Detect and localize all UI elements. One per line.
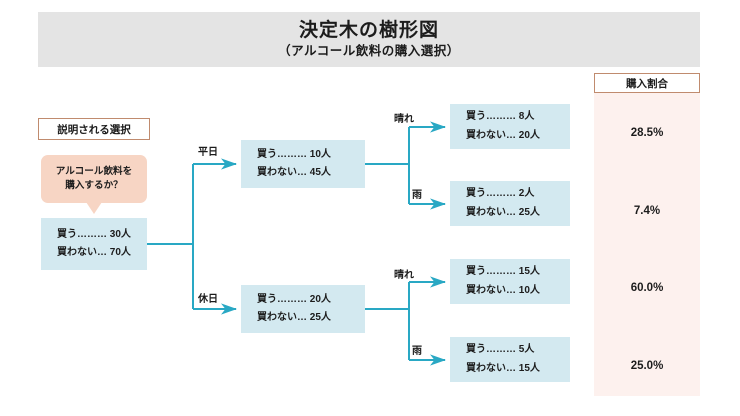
node-buy-row: 買う……… 30人 xyxy=(57,226,147,245)
node-buy-row: 買う……… 15人 xyxy=(466,263,570,282)
node-buy-label: 買う……… xyxy=(257,293,307,305)
node-nobuy-label: 買わない… xyxy=(57,247,107,258)
node-nobuy-value: 10人 xyxy=(518,284,540,296)
purchase-ratio-header-label: 購入割合 xyxy=(626,77,668,90)
node-nobuy-row: 買わない… 45人 xyxy=(257,164,365,183)
page-title: 決定木の樹形図 xyxy=(298,19,439,41)
node-buy-label: 買う……… xyxy=(466,266,516,277)
node-nobuy-row: 買わない… 10人 xyxy=(466,282,570,301)
edge-label-holiday: 休日 xyxy=(198,294,218,305)
node-nobuy-value: 20人 xyxy=(518,129,540,141)
node-buy-label: 買う……… xyxy=(57,228,107,240)
node-buy-row: 買う……… 8人 xyxy=(466,108,570,127)
node-buy-label: 買う……… xyxy=(257,148,307,160)
tree-leaf-node: 買う……… 2人 買わない… 25人 xyxy=(450,181,570,226)
node-buy-value: 15人 xyxy=(518,266,540,277)
edge-label-sunny: 晴れ xyxy=(394,114,414,125)
node-buy-row: 買う……… 10人 xyxy=(257,146,365,165)
node-buy-row: 買う……… 5人 xyxy=(466,341,570,360)
node-nobuy-value: 70人 xyxy=(109,247,131,258)
bubble-line-1: アルコール飲料を xyxy=(55,166,133,178)
node-nobuy-value: 25人 xyxy=(518,206,540,218)
node-nobuy-value: 15人 xyxy=(518,362,540,374)
edge-label-sunny: 晴れ xyxy=(394,270,414,281)
node-nobuy-row: 買わない… 25人 xyxy=(257,309,365,328)
node-buy-label: 買う……… xyxy=(466,344,516,355)
node-nobuy-row: 買わない… 25人 xyxy=(466,204,570,223)
edge-label-rain: 雨 xyxy=(412,190,422,201)
tree-node-holiday: 買う……… 20人 買わない… 25人 xyxy=(241,285,365,333)
node-buy-value: 30人 xyxy=(109,228,131,240)
node-buy-value: 20人 xyxy=(309,293,331,305)
legend-label: 説明される選択 xyxy=(57,123,131,136)
node-nobuy-label: 買わない… xyxy=(257,167,307,178)
tree-leaf-node: 買う……… 15人 買わない… 10人 xyxy=(450,259,570,304)
purchase-ratio-value: 7.4% xyxy=(633,205,661,217)
node-buy-label: 買う……… xyxy=(466,111,516,122)
edge-label-weekday: 平日 xyxy=(198,147,218,158)
page-subtitle: （アルコール飲料の購入選択） xyxy=(278,44,460,59)
bubble-line-2: 購入するか？ xyxy=(65,180,123,191)
purchase-ratio-value: 60.0% xyxy=(630,282,664,294)
node-nobuy-label: 買わない… xyxy=(466,284,516,296)
node-buy-value: 10人 xyxy=(309,148,331,160)
edge-label-rain: 雨 xyxy=(412,346,422,357)
node-buy-value: 5人 xyxy=(518,344,535,355)
purchase-ratio-value: 28.5% xyxy=(630,127,664,139)
node-nobuy-row: 買わない… 70人 xyxy=(57,244,147,263)
node-buy-value: 2人 xyxy=(518,188,535,199)
node-buy-label: 買う……… xyxy=(466,188,516,199)
tree-leaf-node: 買う……… 8人 買わない… 20人 xyxy=(450,104,570,149)
node-buy-value: 8人 xyxy=(518,111,535,122)
node-nobuy-label: 買わない… xyxy=(466,129,516,141)
legend-explained-choice: 説明される選択 xyxy=(38,118,150,140)
node-buy-row: 買う……… 20人 xyxy=(257,291,365,310)
tree-node-root: 買う……… 30人 買わない… 70人 xyxy=(41,218,147,270)
tree-node-weekday: 買う……… 10人 買わない… 45人 xyxy=(241,140,365,188)
node-buy-row: 買う……… 2人 xyxy=(466,185,570,204)
node-nobuy-row: 買わない… 20人 xyxy=(466,127,570,146)
speech-bubble-tail-icon xyxy=(86,202,102,214)
purchase-ratio-panel xyxy=(594,93,700,396)
node-nobuy-label: 買わない… xyxy=(257,312,307,323)
node-nobuy-value: 45人 xyxy=(309,167,331,178)
tree-leaf-node: 買う……… 5人 買わない… 15人 xyxy=(450,337,570,382)
question-speech-bubble: アルコール飲料を 購入するか？ xyxy=(41,155,147,203)
title-banner: 決定木の樹形図 （アルコール飲料の購入選択） xyxy=(38,12,700,67)
node-nobuy-label: 買わない… xyxy=(466,206,516,218)
node-nobuy-value: 25人 xyxy=(309,312,331,323)
purchase-ratio-header: 購入割合 xyxy=(594,73,700,93)
purchase-ratio-value: 25.0% xyxy=(630,360,664,372)
node-nobuy-row: 買わない… 15人 xyxy=(466,360,570,379)
node-nobuy-label: 買わない… xyxy=(466,362,516,374)
